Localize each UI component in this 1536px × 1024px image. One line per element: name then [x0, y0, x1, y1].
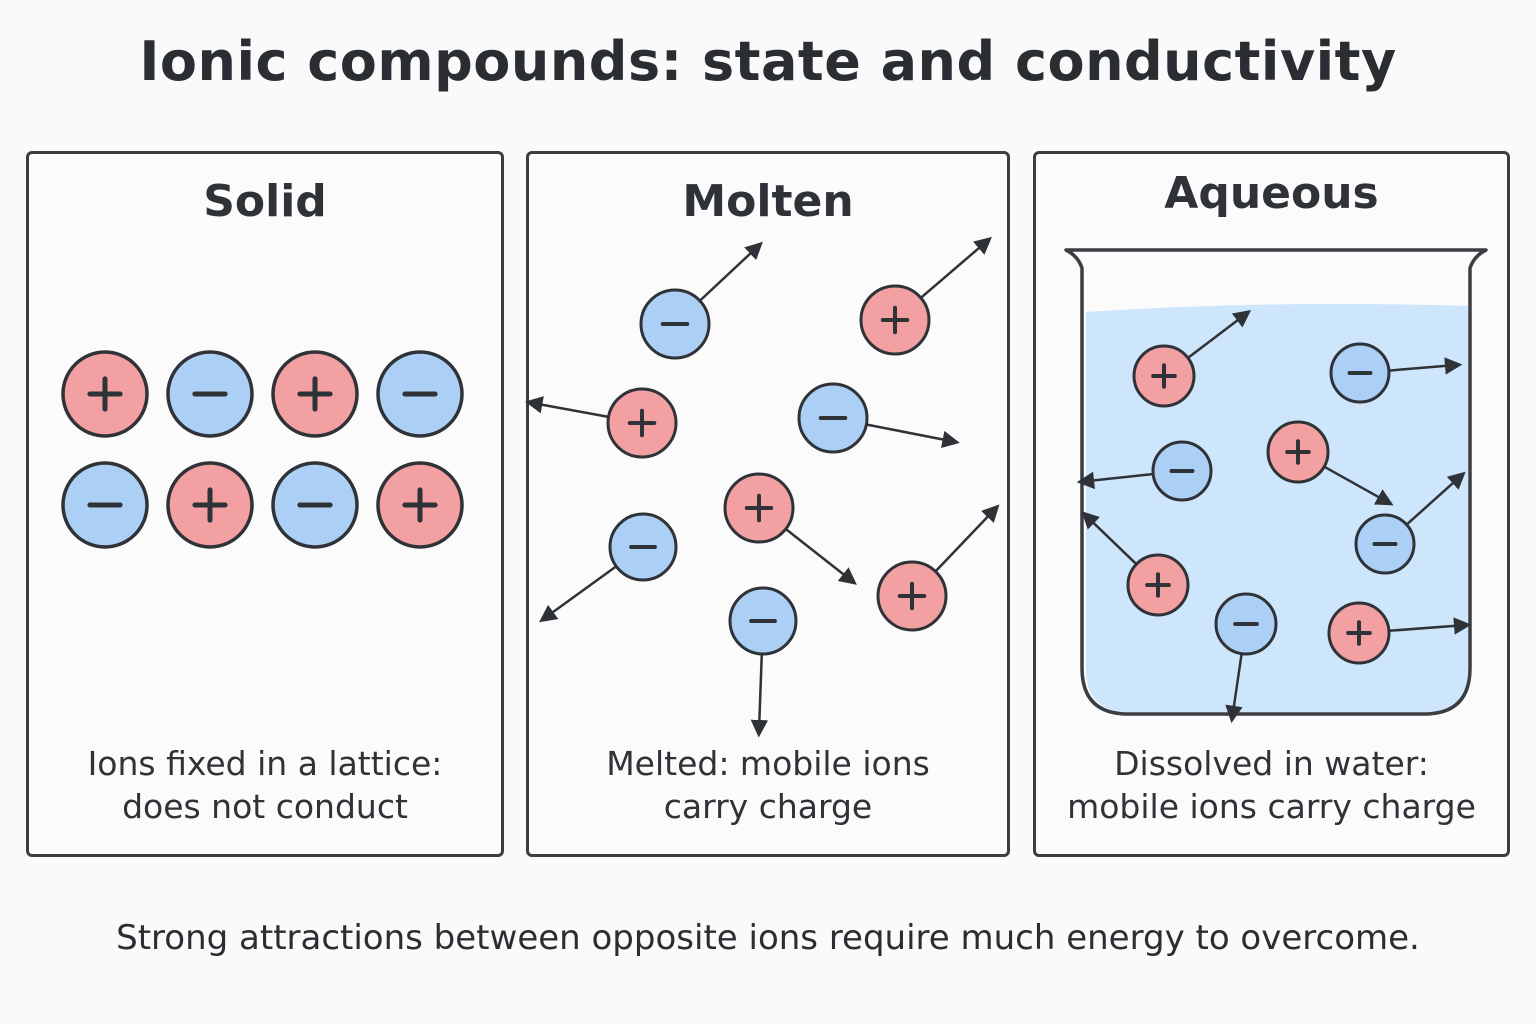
molten-caption: Melted: mobile ions carry charge: [529, 742, 1007, 828]
solid-heading: Solid: [203, 176, 327, 227]
motion-arrow-icon: [1076, 471, 1156, 490]
solid-caption: Ions fixed in a lattice: does not conduc…: [29, 742, 501, 828]
anion-icon: [1329, 342, 1463, 404]
anion-icon: [1076, 440, 1213, 502]
cation-icon: [1327, 601, 1472, 665]
anion-icon: [1354, 471, 1466, 575]
cation-icon: [525, 387, 678, 459]
solid-caption-line-2: does not conduct: [122, 787, 408, 826]
anion-icon: [639, 241, 763, 360]
aqueous-caption-line-2: mobile ions carry charge: [1067, 787, 1476, 826]
motion-arrow-icon: [1404, 471, 1466, 527]
motion-arrow-icon: [783, 526, 857, 585]
anion-icon: [166, 350, 254, 438]
cation-icon: [876, 504, 1000, 632]
anion-icon: [271, 461, 359, 549]
beaker-icon: [1064, 248, 1488, 716]
motion-arrow-icon: [864, 422, 960, 449]
aqueous-heading: Aqueous: [1164, 168, 1379, 219]
anion-icon: [376, 350, 464, 438]
motion-arrow-icon: [539, 564, 619, 623]
cation-icon: [376, 461, 464, 549]
molten-caption-line-2: carry charge: [663, 787, 873, 826]
cation-icon: [859, 236, 992, 356]
aqueous-caption-line-1: Dissolved in water:: [1114, 744, 1429, 783]
cation-icon: [723, 472, 857, 585]
motion-arrow-icon: [918, 236, 992, 301]
motion-arrow-icon: [1386, 617, 1472, 635]
anion-icon: [797, 382, 960, 454]
page-title: Ionic compounds: state and conductivity: [139, 30, 1397, 93]
anion-icon: [1214, 592, 1278, 724]
anion-icon: [61, 461, 149, 549]
cation-icon: [166, 461, 254, 549]
motion-arrow-icon: [933, 504, 1000, 574]
motion-arrow-icon: [750, 651, 769, 738]
cation-icon: [1132, 309, 1252, 408]
molten-heading: Molten: [682, 176, 854, 227]
cation-icon: [271, 350, 359, 438]
cation-icon: [1266, 420, 1394, 506]
motion-arrow-icon: [525, 396, 611, 419]
motion-arrow-icon: [1321, 464, 1394, 506]
solid-caption-line-1: Ions fixed in a lattice:: [87, 744, 443, 783]
motion-arrow-icon: [697, 241, 763, 304]
anion-icon: [728, 586, 798, 738]
motion-arrow-icon: [1225, 651, 1244, 724]
motion-arrow-icon: [1081, 511, 1139, 567]
molten-caption-line-1: Melted: mobile ions: [606, 744, 930, 783]
anion-icon: [539, 512, 678, 623]
aqueous-caption: Dissolved in water: mobile ions carry ch…: [1036, 742, 1507, 828]
footer-note: Strong attractions between opposite ions…: [116, 918, 1420, 958]
motion-arrow-icon: [1386, 357, 1463, 375]
ions-layer: [61, 236, 1472, 738]
motion-arrow-icon: [1185, 309, 1252, 361]
cation-icon: [1081, 511, 1190, 617]
cation-icon: [61, 350, 149, 438]
